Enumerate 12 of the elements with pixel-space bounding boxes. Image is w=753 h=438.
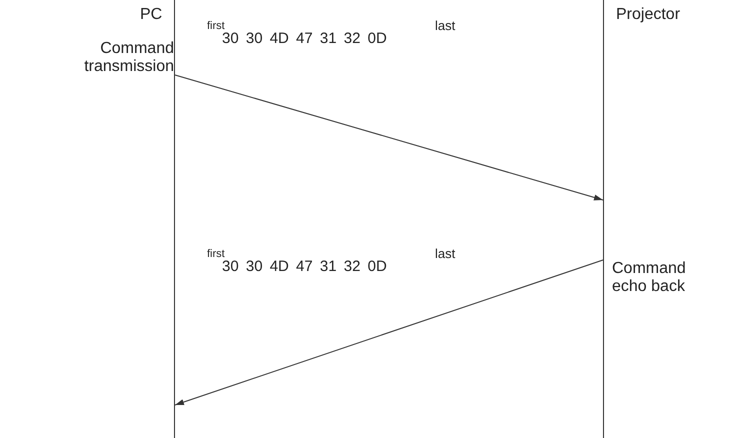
message-arrow [174,74,604,200]
participant-name: PC [140,6,162,24]
annotation: first [207,248,225,260]
annotation: last [435,18,456,33]
edge-label: 30 30 4D 47 31 32 0D [222,258,387,275]
participant-name: Projector [616,6,680,24]
annotation: last [435,246,456,261]
note: Command echo back [612,260,687,296]
edge-label: 30 30 4D 47 31 32 0D [222,30,387,47]
annotation: first [207,20,225,32]
message-arrow [174,260,604,406]
note: Command transmission [83,40,174,76]
